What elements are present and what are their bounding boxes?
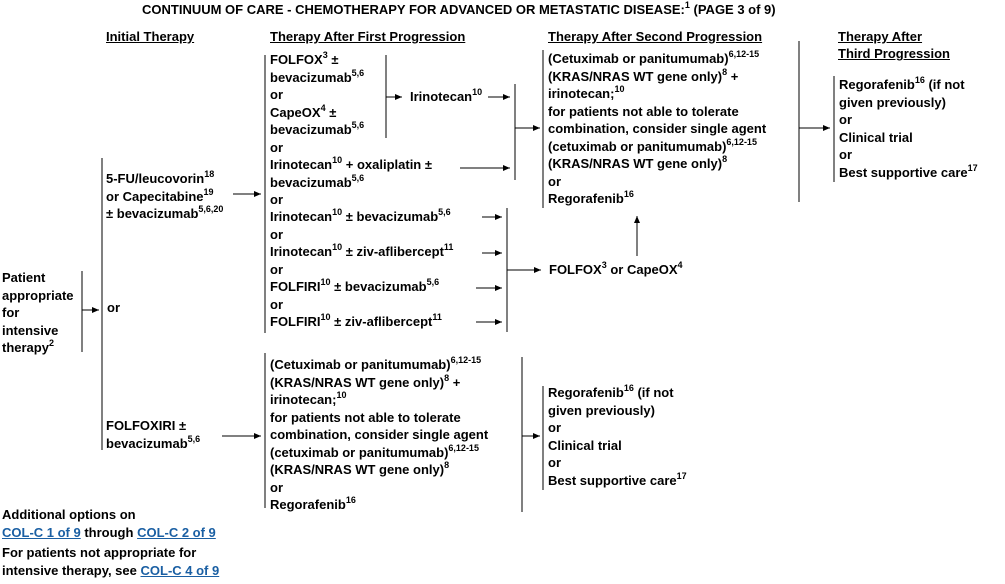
- third-progression-options: Regorafenib16 (if not given previously) …: [839, 75, 978, 180]
- first-progression-anti-egfr: (Cetuximab or panitumumab)6,12-15 (KRAS/…: [270, 355, 489, 513]
- link-col-c-1[interactable]: COL-C 1 of 9: [2, 524, 81, 540]
- first-progression-irinotecan-group: Irinotecan10 ± bevacizumab5,6 or Irinote…: [270, 207, 454, 330]
- initial-therapy-folfoxiri: FOLFOXIRI ± bevacizumab5,6: [106, 418, 201, 451]
- irinotecan-option: Irinotecan10: [410, 87, 483, 105]
- second-progression-anti-egfr: (Cetuximab or panitumumab)6,12-15 (KRAS/…: [548, 49, 767, 207]
- patient-box: Patient appropriate for intensive therap…: [2, 269, 74, 357]
- header-first-progression: Therapy After First Progression: [270, 29, 466, 44]
- patient-line: for: [2, 305, 20, 320]
- list-item: Irinotecan10 ± ziv-aflibercept11: [270, 242, 454, 260]
- patient-line: Patient: [2, 270, 46, 285]
- patient-line: intensive: [2, 322, 59, 338]
- footer-notes: Additional options on COL-C 1 of 9 throu…: [2, 507, 220, 578]
- page-title: CONTINUUM OF CARE - CHEMOTHERAPY FOR ADV…: [142, 0, 776, 18]
- list-item: FOLFIRI10 ± bevacizumab5,6: [270, 277, 440, 295]
- header-initial-therapy: Initial Therapy: [106, 29, 195, 44]
- second-progression-options-bottom: Regorafenib16 (if not given previously) …: [548, 383, 687, 488]
- folfox-capeox-option: FOLFOX3 or CapeOX4: [549, 260, 683, 278]
- list-item: FOLFIRI10 ± ziv-aflibercept11: [270, 312, 442, 330]
- header-second-progression: Therapy After Second Progression: [548, 29, 763, 44]
- link-col-c-4[interactable]: COL-C 4 of 9: [140, 562, 220, 578]
- first-progression-oxaliplatin-group: FOLFOX3 ± bevacizumab5,6 or CapeOX4 ± be…: [270, 50, 432, 208]
- link-col-c-2[interactable]: COL-C 2 of 9: [137, 524, 216, 540]
- patient-line: appropriate: [2, 287, 74, 303]
- patient-line: therapy2: [2, 338, 54, 356]
- initial-therapy-5fu: 5-FU/leucovorin18 or Capecitabine19 ± be…: [106, 169, 224, 222]
- list-item: Irinotecan10 ± bevacizumab5,6: [270, 207, 451, 225]
- or-connector: or: [107, 300, 120, 315]
